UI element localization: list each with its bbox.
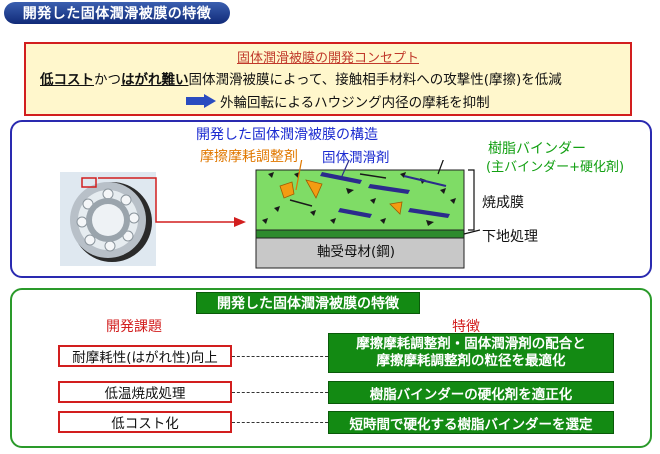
feature-1-line-1: 摩擦摩耗調整剤・固体潤滑剤の配合と <box>356 336 586 352</box>
concept-rest: 固体潤滑被膜によって、接触相手材料への攻撃性(摩擦)を低減 <box>188 72 562 88</box>
label-binder-1: 樹脂バインダー <box>488 141 586 157</box>
feature-box-2: 樹脂バインダーの硬化剤を適正化 <box>328 381 614 404</box>
concept-line-2: 外輪回転によるハウジング内径の摩耗を抑制 <box>186 91 490 111</box>
concept-box: 固体潤滑被膜の開発コンセプト 低コストかつはがれ難い固体潤滑被膜によって、接触相… <box>24 42 632 116</box>
concept-low-cost: 低コスト <box>40 72 94 88</box>
label-fired-film: 焼成膜 <box>482 195 524 211</box>
feature-1-line-2: 摩擦摩耗調整剤の粒径を最適化 <box>376 353 566 369</box>
feature-box-3: 短時間で硬化する樹脂バインダーを選定 <box>328 411 614 434</box>
features-panel <box>10 288 652 448</box>
col-features-heading: 特徴 <box>452 319 480 335</box>
label-binder-2: (主バインダー+硬化剤) <box>486 160 625 175</box>
issue-box-1: 耐摩耗性(はがれ性)向上 <box>58 345 232 367</box>
feature-box-1: 摩擦摩耗調整剤・固体潤滑剤の配合と 摩擦摩耗調整剤の粒径を最適化 <box>328 333 614 373</box>
col-issues-heading: 開発課題 <box>106 319 162 335</box>
zoom-marker <box>81 177 97 188</box>
film-cross-section <box>255 160 480 269</box>
connector-3 <box>232 422 328 423</box>
structure-heading: 開発した固体潤滑被膜の構造 <box>196 127 378 143</box>
structure-panel <box>10 120 652 278</box>
bearing-image <box>60 172 156 266</box>
issue-box-3: 低コスト化 <box>58 411 232 433</box>
page-title: 開発した固体潤滑被膜の特徴 <box>4 2 230 24</box>
connector-1 <box>232 356 328 357</box>
right-arrow-icon <box>186 94 216 108</box>
features-heading: 開発した固体潤滑被膜の特徴 <box>196 292 420 314</box>
label-solid-lubricant: 固体潤滑剤 <box>322 150 390 166</box>
concept-line-2-text: 外輪回転によるハウジング内径の摩耗を抑制 <box>220 95 490 111</box>
label-friction-agent: 摩擦摩耗調整剤 <box>200 149 298 165</box>
concept-title: 固体潤滑被膜の開発コンセプト <box>236 51 419 66</box>
label-undercoat: 下地処理 <box>482 229 538 245</box>
concept-hard-to-peel: はがれ難い <box>121 72 189 88</box>
label-substrate: 軸受母材(鋼) <box>316 244 396 260</box>
concept-line-1: 低コストかつはがれ難い固体潤滑被膜によって、接触相手材料への攻撃性(摩擦)を低減 <box>40 68 562 88</box>
concept-and: かつ <box>94 72 121 88</box>
issue-box-2: 低温焼成処理 <box>58 381 232 403</box>
connector-2 <box>232 392 328 393</box>
zoom-connector <box>98 177 246 227</box>
